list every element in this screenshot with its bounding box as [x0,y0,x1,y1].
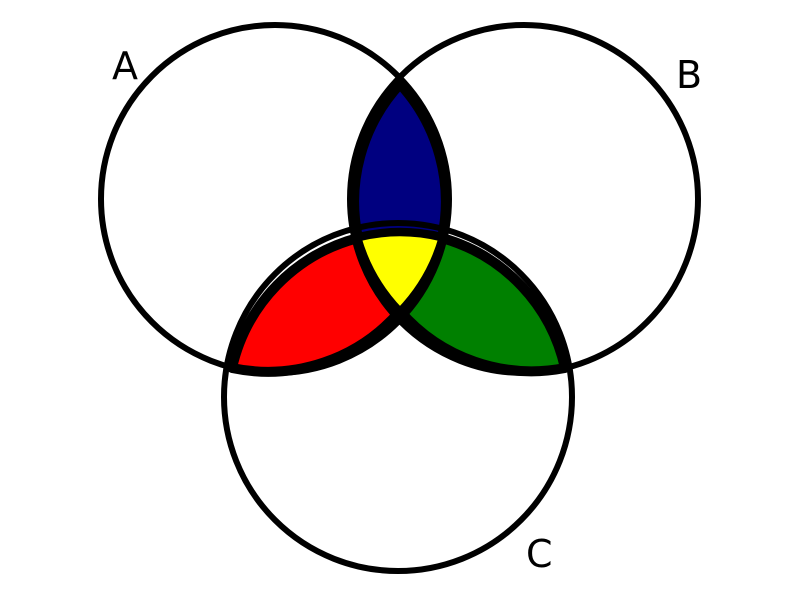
set-c-circle [221,220,575,574]
region-a-and-b [349,79,451,243]
set-c-label: C [526,532,553,576]
set-a-circle [98,22,452,376]
region-a-and-b-and-c [354,229,446,315]
set-b-label: B [676,53,702,97]
set-a-label: A [112,44,138,88]
set-b-circle [347,22,701,376]
